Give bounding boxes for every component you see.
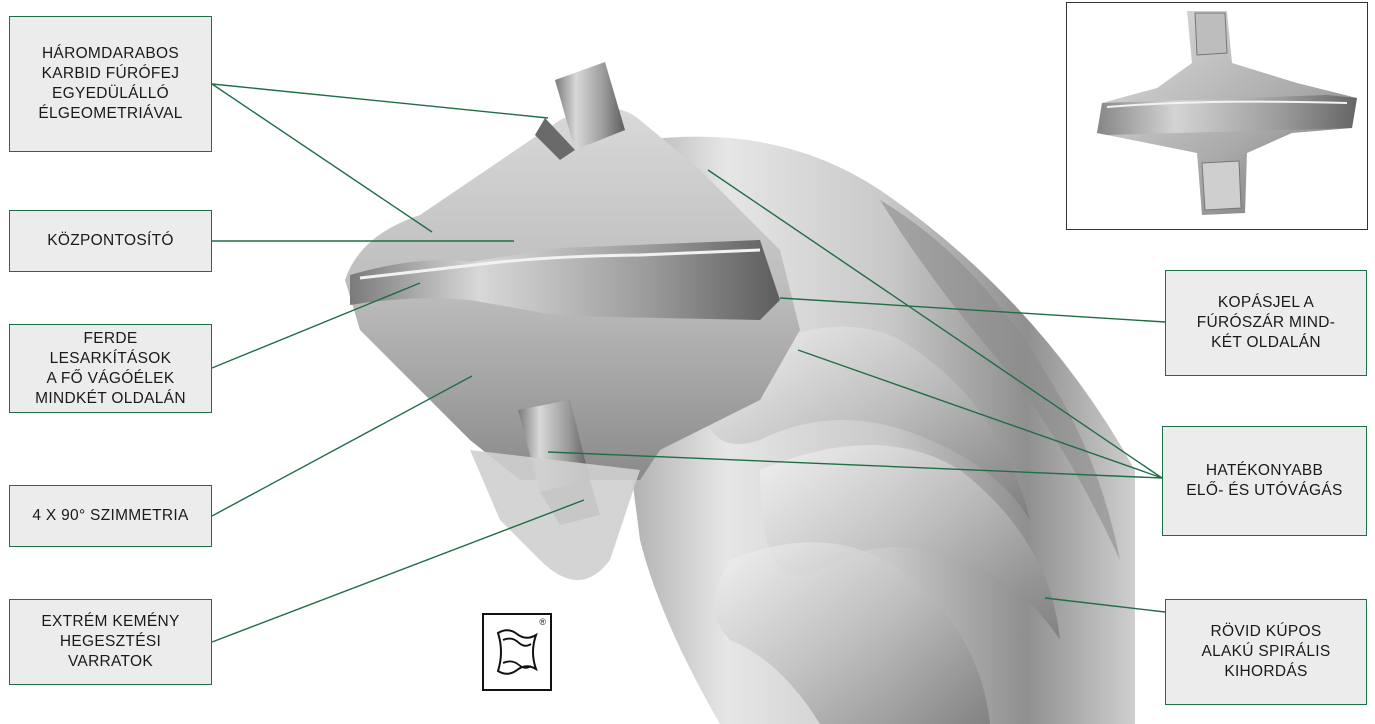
label-chamfers: FERDE LESARKÍTÁSOK A FŐ VÁGÓÉLEK MINDKÉT… [9, 324, 212, 413]
leader-line-cutting-low [548, 452, 1162, 478]
label-centering: KÖZPONTOSÍTÓ [9, 210, 212, 272]
inset-detail-image [1066, 2, 1368, 230]
leader-line-symmetry [212, 376, 472, 516]
label-carbide-head: HÁROMDARABOS KARBID FÚRÓFEJ EGYEDÜLÁLLÓ … [9, 16, 212, 152]
leader-line-spiral [1045, 598, 1165, 612]
label-wear-mark: KOPÁSJEL A FÚRÓSZÁR MIND- KÉT OLDALÁN [1165, 270, 1367, 376]
leader-line-chamfers [212, 283, 420, 368]
brand-logo: ® [482, 613, 552, 691]
registered-mark: ® [539, 618, 546, 627]
label-welds: EXTRÉM KEMÉNY HEGESZTÉSI VARRATOK [9, 599, 212, 685]
leader-line-wear-mark [780, 298, 1165, 322]
label-symmetry: 4 X 90° SZIMMETRIA [9, 485, 212, 547]
leader-line-carbide-head-body [212, 84, 432, 232]
leader-line-carbide-head-tooth [212, 84, 548, 118]
leader-line-cutting-mid [798, 350, 1162, 478]
label-cutting: HATÉKONYABB ELŐ- ÉS UTÓVÁGÁS [1162, 426, 1367, 536]
label-spiral: RÖVID KÚPOS ALAKÚ SPIRÁLIS KIHORDÁS [1165, 599, 1367, 705]
drill-head-top-view-icon [1067, 3, 1366, 228]
